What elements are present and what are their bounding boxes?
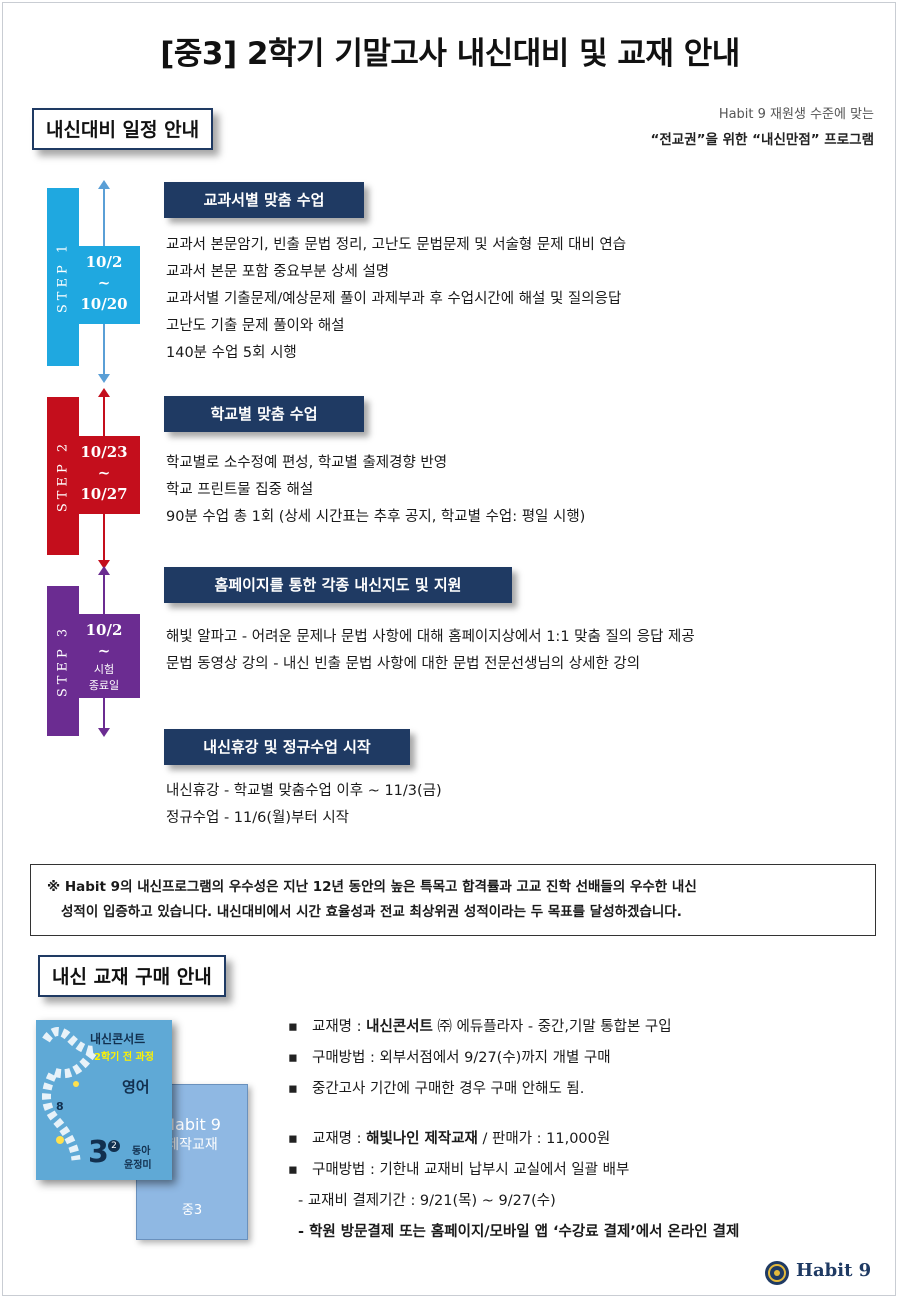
step2-line-2: 학교 프린트물 집중 해설 — [166, 482, 314, 498]
page-title: [중3] 2학기 기말고사 내신대비 및 교재 안내 — [160, 36, 740, 72]
step2-title: 학교별 맞춤 수업 — [164, 396, 364, 432]
break-line-1: 내신휴강 - 학교별 맞춤수업 이후 ~ 11/3(금) — [166, 783, 442, 799]
book-brand: 내신콘서트 — [90, 1032, 146, 1046]
step2-arrow-up-icon — [98, 388, 110, 397]
step1-details: 교과서 본문암기, 빈출 문법 정리, 고난도 문법문제 및 서술형 문제 대비… — [166, 232, 626, 367]
book-badge: 2 — [108, 1140, 120, 1152]
step3-arrow-up-icon — [98, 566, 110, 575]
step1-line-4: 고난도 기출 문제 풀이와 해설 — [166, 318, 345, 334]
step1-title: 교과서별 맞춤 수업 — [164, 182, 364, 218]
step2-date-start: 10/23 — [80, 443, 128, 461]
book-course: 2학기 전 과정 — [94, 1052, 154, 1063]
step1-line-3: 교과서별 기출문제/예상문제 풀이 과제부과 후 수업시간에 해설 및 질의응답 — [166, 291, 622, 307]
habit9-logo: Habit 9 — [764, 1258, 884, 1290]
book-publisher-1: 동아 — [132, 1146, 151, 1157]
habit-book-title: Habit 9 — [163, 1115, 221, 1134]
step3-date-box: 10/2 ~ 시험 종료일 — [68, 614, 140, 698]
textbook2-payment-method: - 학원 방문결제 또는 홈페이지/모바일 앱 ‘수강료 결제’에서 온라인 결… — [298, 1224, 740, 1240]
break-section-title: 내신휴강 및 정규수업 시작 — [164, 729, 410, 765]
step3-date-end-2: 종료일 — [88, 679, 120, 692]
textbook1-note: ▪중간고사 기간에 구매한 경우 구매 안해도 됨. — [288, 1081, 585, 1097]
step1-line-5: 140분 수업 5회 시행 — [166, 345, 297, 361]
book-number: 3 — [88, 1135, 109, 1170]
step2-date-end: 10/27 — [80, 485, 128, 503]
step3-date-sep: ~ — [97, 642, 111, 660]
break-section-details: 내신휴강 - 학교별 맞춤수업 이후 ~ 11/3(금) 정규수업 - 11/6… — [166, 778, 442, 832]
book-cover-pattern-icon — [42, 1027, 104, 1161]
step1-arrow-down-icon — [98, 374, 110, 383]
habit-book-subtitle: 제작교재 — [166, 1137, 218, 1153]
textbook2-payment-period: - 교재비 결제기간 : 9/21(목) ~ 9/27(수) — [298, 1193, 556, 1209]
concert-book-cover: 내신콘서트 2학기 전 과정 영어 8 3 2 동아 윤정미 — [36, 1020, 172, 1180]
book-subject: 영어 — [122, 1078, 150, 1096]
step1-arrow-up-icon — [98, 180, 110, 189]
step1-line-1: 교과서 본문암기, 빈출 문법 정리, 고난도 문법문제 및 서술형 문제 대비… — [166, 237, 627, 253]
step2-date-box: 10/23 ~ 10/27 — [68, 436, 140, 514]
schedule-section-header: 내신대비 일정 안내 — [32, 108, 214, 150]
book-grade: 8 — [56, 1100, 64, 1113]
textbook-group2: ▪교재명 : 해빛나인 제작교재 / 판매가 : 11,000원 ▪구매방법 :… — [288, 1124, 739, 1248]
step3-details: 해빛 알파고 - 어려운 문제나 문법 사항에 대해 홈페이지상에서 1:1 맞… — [166, 624, 695, 678]
textbook-group1: ▪교재명 : 내신콘서트 ㈜ 에듀플라자 - 중간,기말 통합본 구입 ▪구매방… — [288, 1012, 672, 1105]
break-line-2: 정규수업 - 11/6(월)부터 시작 — [166, 810, 349, 826]
notice-box: ※ Habit 9의 내신프로그램의 우수성은 지난 12년 동안의 높은 특목… — [30, 864, 876, 936]
step3-arrow-down-icon — [98, 728, 110, 737]
step1-date-sep: ~ — [97, 274, 111, 292]
textbook1-name: ▪교재명 : 내신콘서트 ㈜ 에듀플라자 - 중간,기말 통합본 구입 — [288, 1019, 672, 1035]
textbook-section-header: 내신 교재 구매 안내 — [38, 955, 226, 997]
tagline-line2: “전교권”을 위한 “내신만점” 프로그램 — [650, 132, 874, 148]
step2-line-1: 학교별로 소수정예 편성, 학교별 출제경향 반영 — [166, 455, 448, 471]
step1-line-2: 교과서 본문 포함 중요부분 상세 설명 — [166, 264, 390, 280]
book-publisher-2: 윤정미 — [124, 1160, 152, 1171]
step3-date-start: 10/2 — [85, 621, 123, 639]
step2-line-3: 90분 수업 총 1회 (상세 시간표는 추후 공지, 학교별 수업: 평일 시… — [166, 509, 586, 525]
notice-line-2: 성적이 입증하고 있습니다. 내신대비에서 시간 효율성과 전교 최상위권 성적… — [61, 904, 682, 920]
step3-line-2: 문법 동영상 강의 - 내신 빈출 문법 사항에 대한 문법 전문선생님의 상세… — [166, 656, 641, 672]
step3-title: 홈페이지를 통한 각종 내신지도 및 지원 — [164, 567, 512, 603]
step1-date-end: 10/20 — [80, 295, 128, 313]
logo-emblem-icon — [765, 1261, 789, 1285]
habit-book-grade: 중3 — [181, 1203, 203, 1218]
step3-date-end-1: 시험 — [93, 663, 115, 676]
step2-date-sep: ~ — [97, 464, 111, 482]
step1-date-box: 10/2 ~ 10/20 — [68, 246, 140, 324]
step2-details: 학교별로 소수정예 편성, 학교별 출제경향 반영 학교 프린트물 집중 해설 … — [166, 450, 585, 531]
step2-arrow-down-icon — [98, 560, 110, 569]
step3-line-1: 해빛 알파고 - 어려운 문제나 문법 사항에 대해 홈페이지상에서 1:1 맞… — [166, 629, 695, 645]
textbook1-purchase: ▪구매방법 : 외부서점에서 9/27(수)까지 개별 구매 — [288, 1050, 611, 1066]
textbook2-name: ▪교재명 : 해빛나인 제작교재 / 판매가 : 11,000원 — [288, 1131, 611, 1147]
logo-text: Habit 9 — [796, 1260, 872, 1281]
textbook2-purchase: ▪구매방법 : 기한내 교재비 납부시 교실에서 일괄 배부 — [288, 1162, 630, 1178]
notice-line-1: ※ Habit 9의 내신프로그램의 우수성은 지난 12년 동안의 높은 특목… — [47, 879, 697, 895]
tagline-line1: Habit 9 재원생 수준에 맞는 — [718, 107, 874, 122]
step1-date-start: 10/2 — [85, 253, 123, 271]
